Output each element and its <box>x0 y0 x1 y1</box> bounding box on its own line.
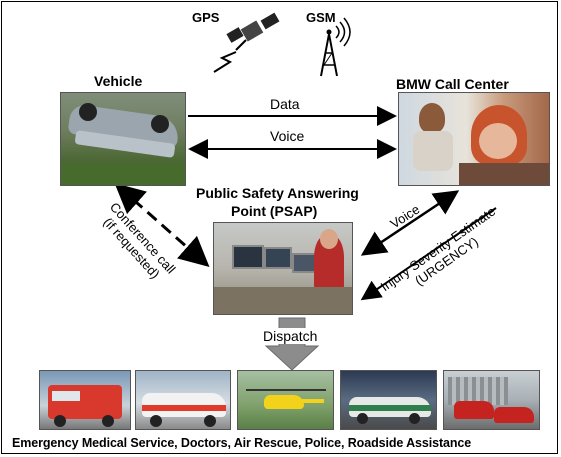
vehicle-label: Vehicle <box>94 73 143 89</box>
voice-arrow-label: Voice <box>270 128 305 144</box>
antenna-tower-icon <box>320 17 351 77</box>
injury-severity-arrow <box>360 207 497 301</box>
services-caption: Emergency Medical Service, Doctors, Air … <box>12 436 472 450</box>
psap-photo <box>213 222 353 315</box>
psap-label-line2: Point (PSAP) <box>231 203 318 219</box>
roadside-assistance-photo <box>443 370 540 430</box>
voice-diagonal-arrow <box>360 190 460 256</box>
psap-label-line1: Public Safety Answering <box>196 185 359 201</box>
ambulance-photo <box>39 370 131 430</box>
doctor-car-photo <box>135 370 231 430</box>
call-center-photo <box>398 92 550 186</box>
dispatch-arrow <box>264 317 320 371</box>
call-center-label: BMW Call Center <box>396 76 509 92</box>
gsm-label: GSM <box>306 10 336 25</box>
air-rescue-photo <box>237 370 334 430</box>
gps-label: GPS <box>192 10 220 25</box>
satellite-icon <box>213 12 280 73</box>
dispatch-label: Dispatch <box>261 328 320 344</box>
police-car-photo <box>340 370 437 430</box>
conference-call-arrow <box>114 183 210 267</box>
data-arrow-label: Data <box>270 96 300 112</box>
vehicle-photo <box>60 92 186 186</box>
